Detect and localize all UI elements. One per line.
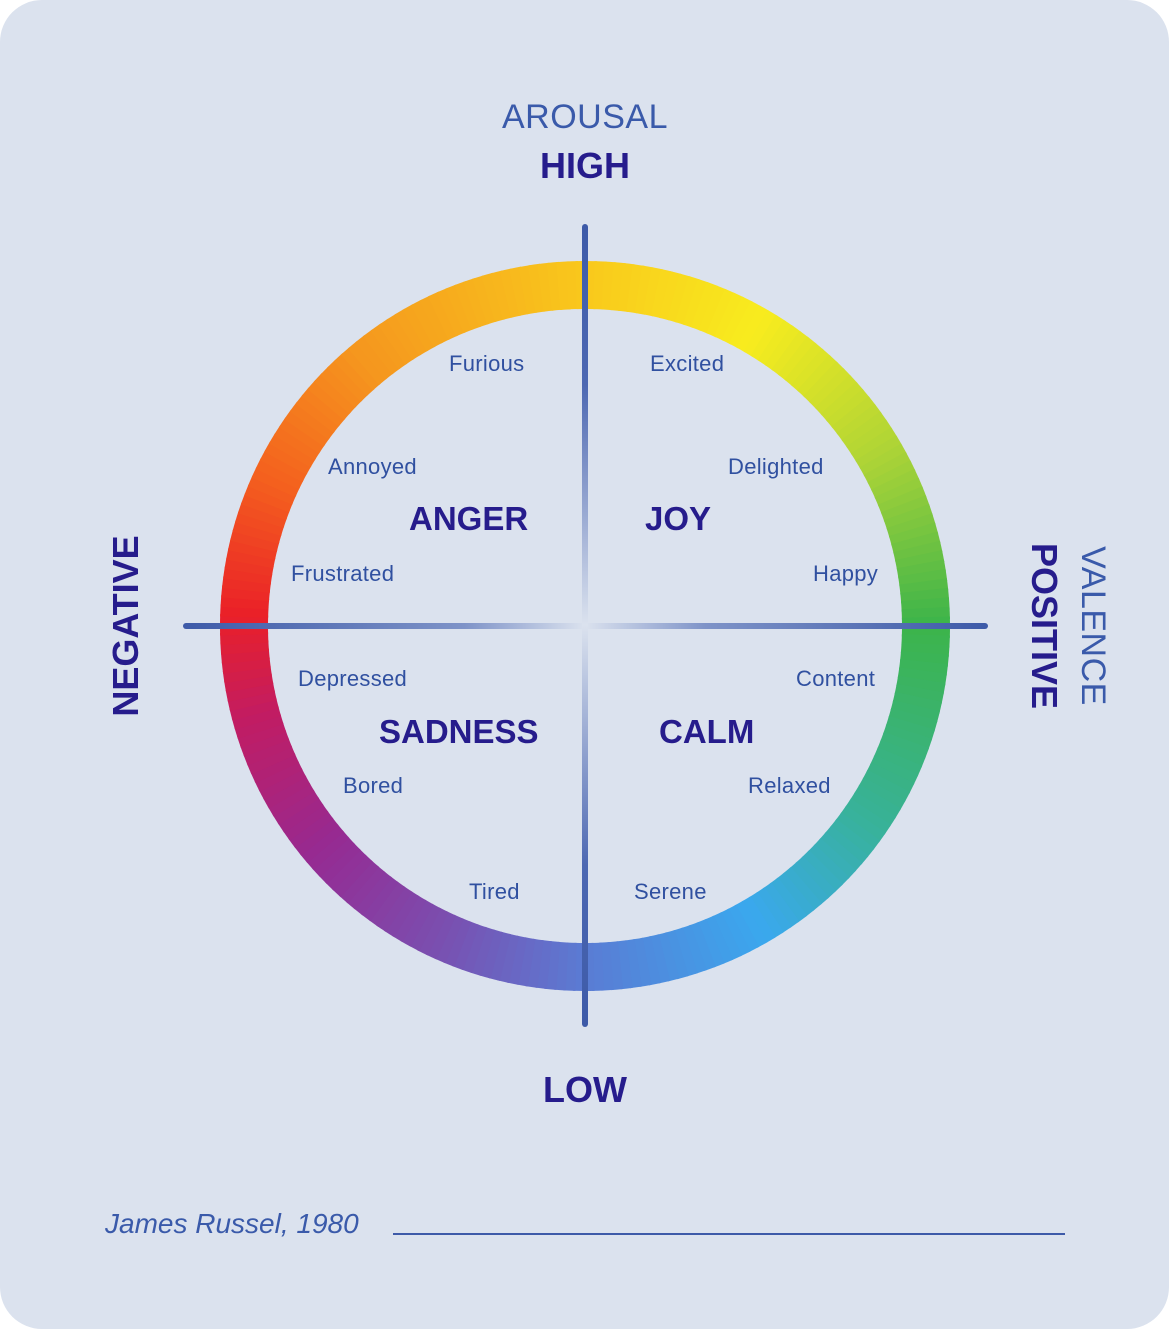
emotion-frustrated: Frustrated bbox=[291, 561, 395, 586]
valence-positive-label: POSITIVE bbox=[1024, 542, 1065, 710]
valence-negative-label: NEGATIVE bbox=[105, 535, 146, 717]
emotion-tired: Tired bbox=[469, 879, 520, 904]
emotion-bored: Bored bbox=[343, 773, 404, 798]
emotion-relaxed: Relaxed bbox=[748, 773, 831, 798]
quadrant-calm: CALM bbox=[659, 713, 755, 750]
emotion-serene: Serene bbox=[634, 879, 707, 904]
valence-axis-title: VALENCE bbox=[1074, 546, 1112, 706]
arousal-high-label: HIGH bbox=[540, 145, 630, 186]
arousal-low-label: LOW bbox=[543, 1069, 627, 1110]
arousal-axis-title: AROUSAL bbox=[502, 98, 668, 136]
quadrant-joy: JOY bbox=[645, 500, 712, 537]
emotion-depressed: Depressed bbox=[298, 666, 408, 691]
quadrant-sadness: SADNESS bbox=[379, 713, 539, 750]
emotion-excited: Excited bbox=[650, 351, 725, 376]
quadrant-anger: ANGER bbox=[409, 500, 529, 537]
emotion-delighted: Delighted bbox=[728, 454, 824, 479]
emotion-furious: Furious bbox=[449, 351, 525, 376]
emotion-annoyed: Annoyed bbox=[328, 454, 417, 479]
emotion-happy: Happy bbox=[813, 561, 879, 586]
emotion-content: Content bbox=[796, 666, 876, 691]
credit-text: James Russel, 1980 bbox=[105, 1208, 359, 1239]
